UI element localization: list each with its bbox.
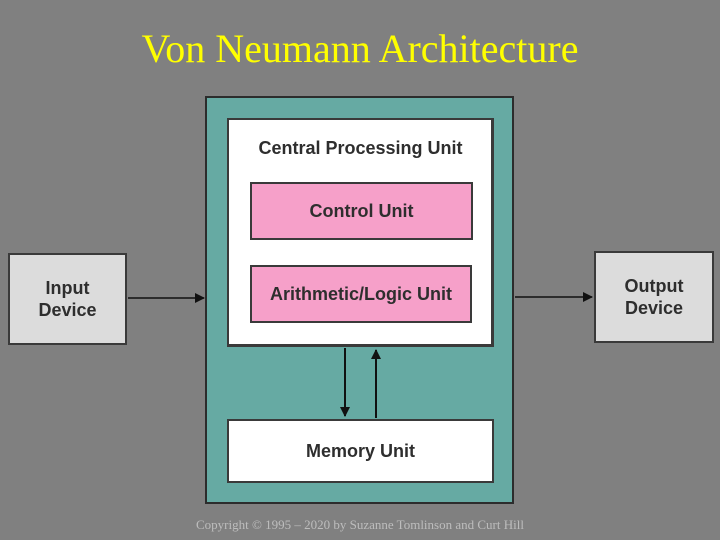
- output-device-box: Output Device: [594, 251, 714, 343]
- input-device-line1: Input: [45, 278, 90, 298]
- input-device-box: Input Device: [8, 253, 127, 345]
- control-unit-box: Control Unit: [250, 182, 473, 240]
- copyright-footer: Copyright © 1995 – 2020 by Suzanne Tomli…: [196, 517, 524, 532]
- alu-box: Arithmetic/Logic Unit: [250, 265, 472, 323]
- output-device-line2: Device: [624, 298, 684, 318]
- output-device-line1: Output: [624, 276, 684, 296]
- input-device-line2: Device: [38, 300, 97, 320]
- slide-title: Von Neumann Architecture: [141, 26, 579, 71]
- memory-unit-box: Memory Unit: [227, 419, 494, 483]
- cpu-label: Central Processing Unit: [258, 138, 463, 158]
